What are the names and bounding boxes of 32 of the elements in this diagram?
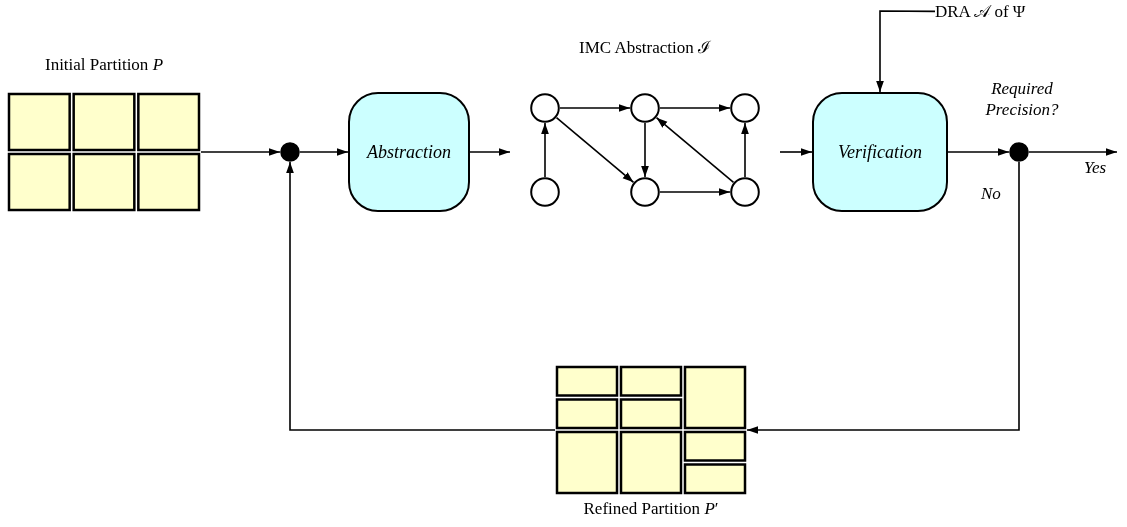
arrow: [876, 10, 936, 93]
arrow: [641, 122, 649, 178]
junction-dot: [1009, 142, 1029, 162]
output-arrow: [1028, 148, 1118, 156]
arrow: [655, 116, 735, 184]
state-circle: [530, 177, 560, 207]
arrow: [741, 122, 749, 178]
input-label: DRA 𝒜 of Ψ: [935, 0, 1110, 24]
state-circle: [730, 93, 760, 123]
arrow: [541, 122, 549, 178]
state-circle: [530, 93, 560, 123]
state-circle: [630, 93, 660, 123]
node-caption: Required Precision?: [984, 78, 1060, 120]
arrow: [746, 161, 1020, 434]
state-circle: [730, 177, 760, 207]
arrow: [659, 104, 731, 112]
arrow: [286, 161, 556, 431]
arrow: [559, 104, 631, 112]
state-circle: [630, 177, 660, 207]
arrow: [779, 148, 813, 156]
arrow: [469, 148, 511, 156]
arrow: [200, 148, 281, 156]
grid-caption: Refined Partition P′: [582, 499, 720, 519]
process-box: Abstraction: [348, 92, 470, 212]
arrow: [947, 148, 1010, 156]
graph-heading: IMC Abstraction ℐ: [578, 37, 712, 58]
grid-heading: Initial Partition P: [43, 55, 164, 75]
arrow: [659, 188, 731, 196]
arrow: [555, 116, 635, 184]
arrow: [299, 148, 349, 156]
junction-dot: [280, 142, 300, 162]
process-box: Verification: [812, 92, 948, 212]
